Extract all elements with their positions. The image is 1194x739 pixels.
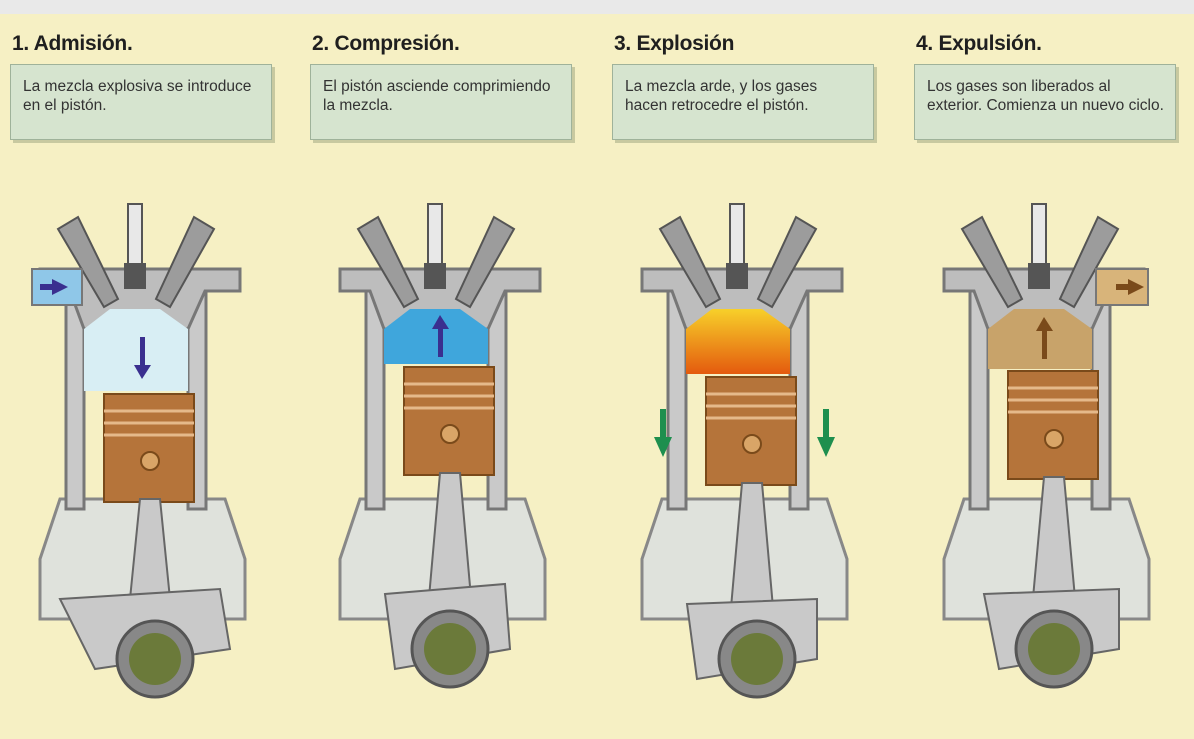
engine-admision-illustration — [0, 199, 290, 739]
stage-caption: La mezcla explosiva se introduce en el p… — [10, 64, 272, 140]
stage-caption: La mezcla arde, y los gases hacen retroc… — [612, 64, 874, 140]
stage-title: 2. Compresión. — [312, 32, 460, 56]
stage-expulsion: 4. Expulsión. Los gases son liberados al… — [904, 14, 1194, 738]
stage-admision: 1. Admisión. La mezcla explosiva se intr… — [0, 14, 290, 738]
combustion-chamber — [686, 309, 790, 374]
engine-expulsion-illustration — [904, 199, 1194, 739]
stage-title: 1. Admisión. — [12, 32, 132, 56]
stage-compresion: 2. Compresión. El pistón asciende compri… — [300, 14, 590, 738]
combustion-chamber — [988, 309, 1092, 369]
stage-caption: Los gases son liberados al exterior. Com… — [914, 64, 1176, 140]
stage-title: 4. Expulsión. — [916, 32, 1042, 56]
engine-compresion-illustration — [300, 199, 590, 739]
stage-caption: El pistón asciende comprimiendo la mezcl… — [310, 64, 572, 140]
stage-explosion: 3. Explosión La mezcla arde, y los gases… — [602, 14, 892, 738]
combustion-chamber — [84, 309, 188, 391]
top-band — [0, 0, 1194, 14]
engine-explosion-illustration — [602, 199, 892, 739]
stage-title: 3. Explosión — [614, 32, 734, 56]
